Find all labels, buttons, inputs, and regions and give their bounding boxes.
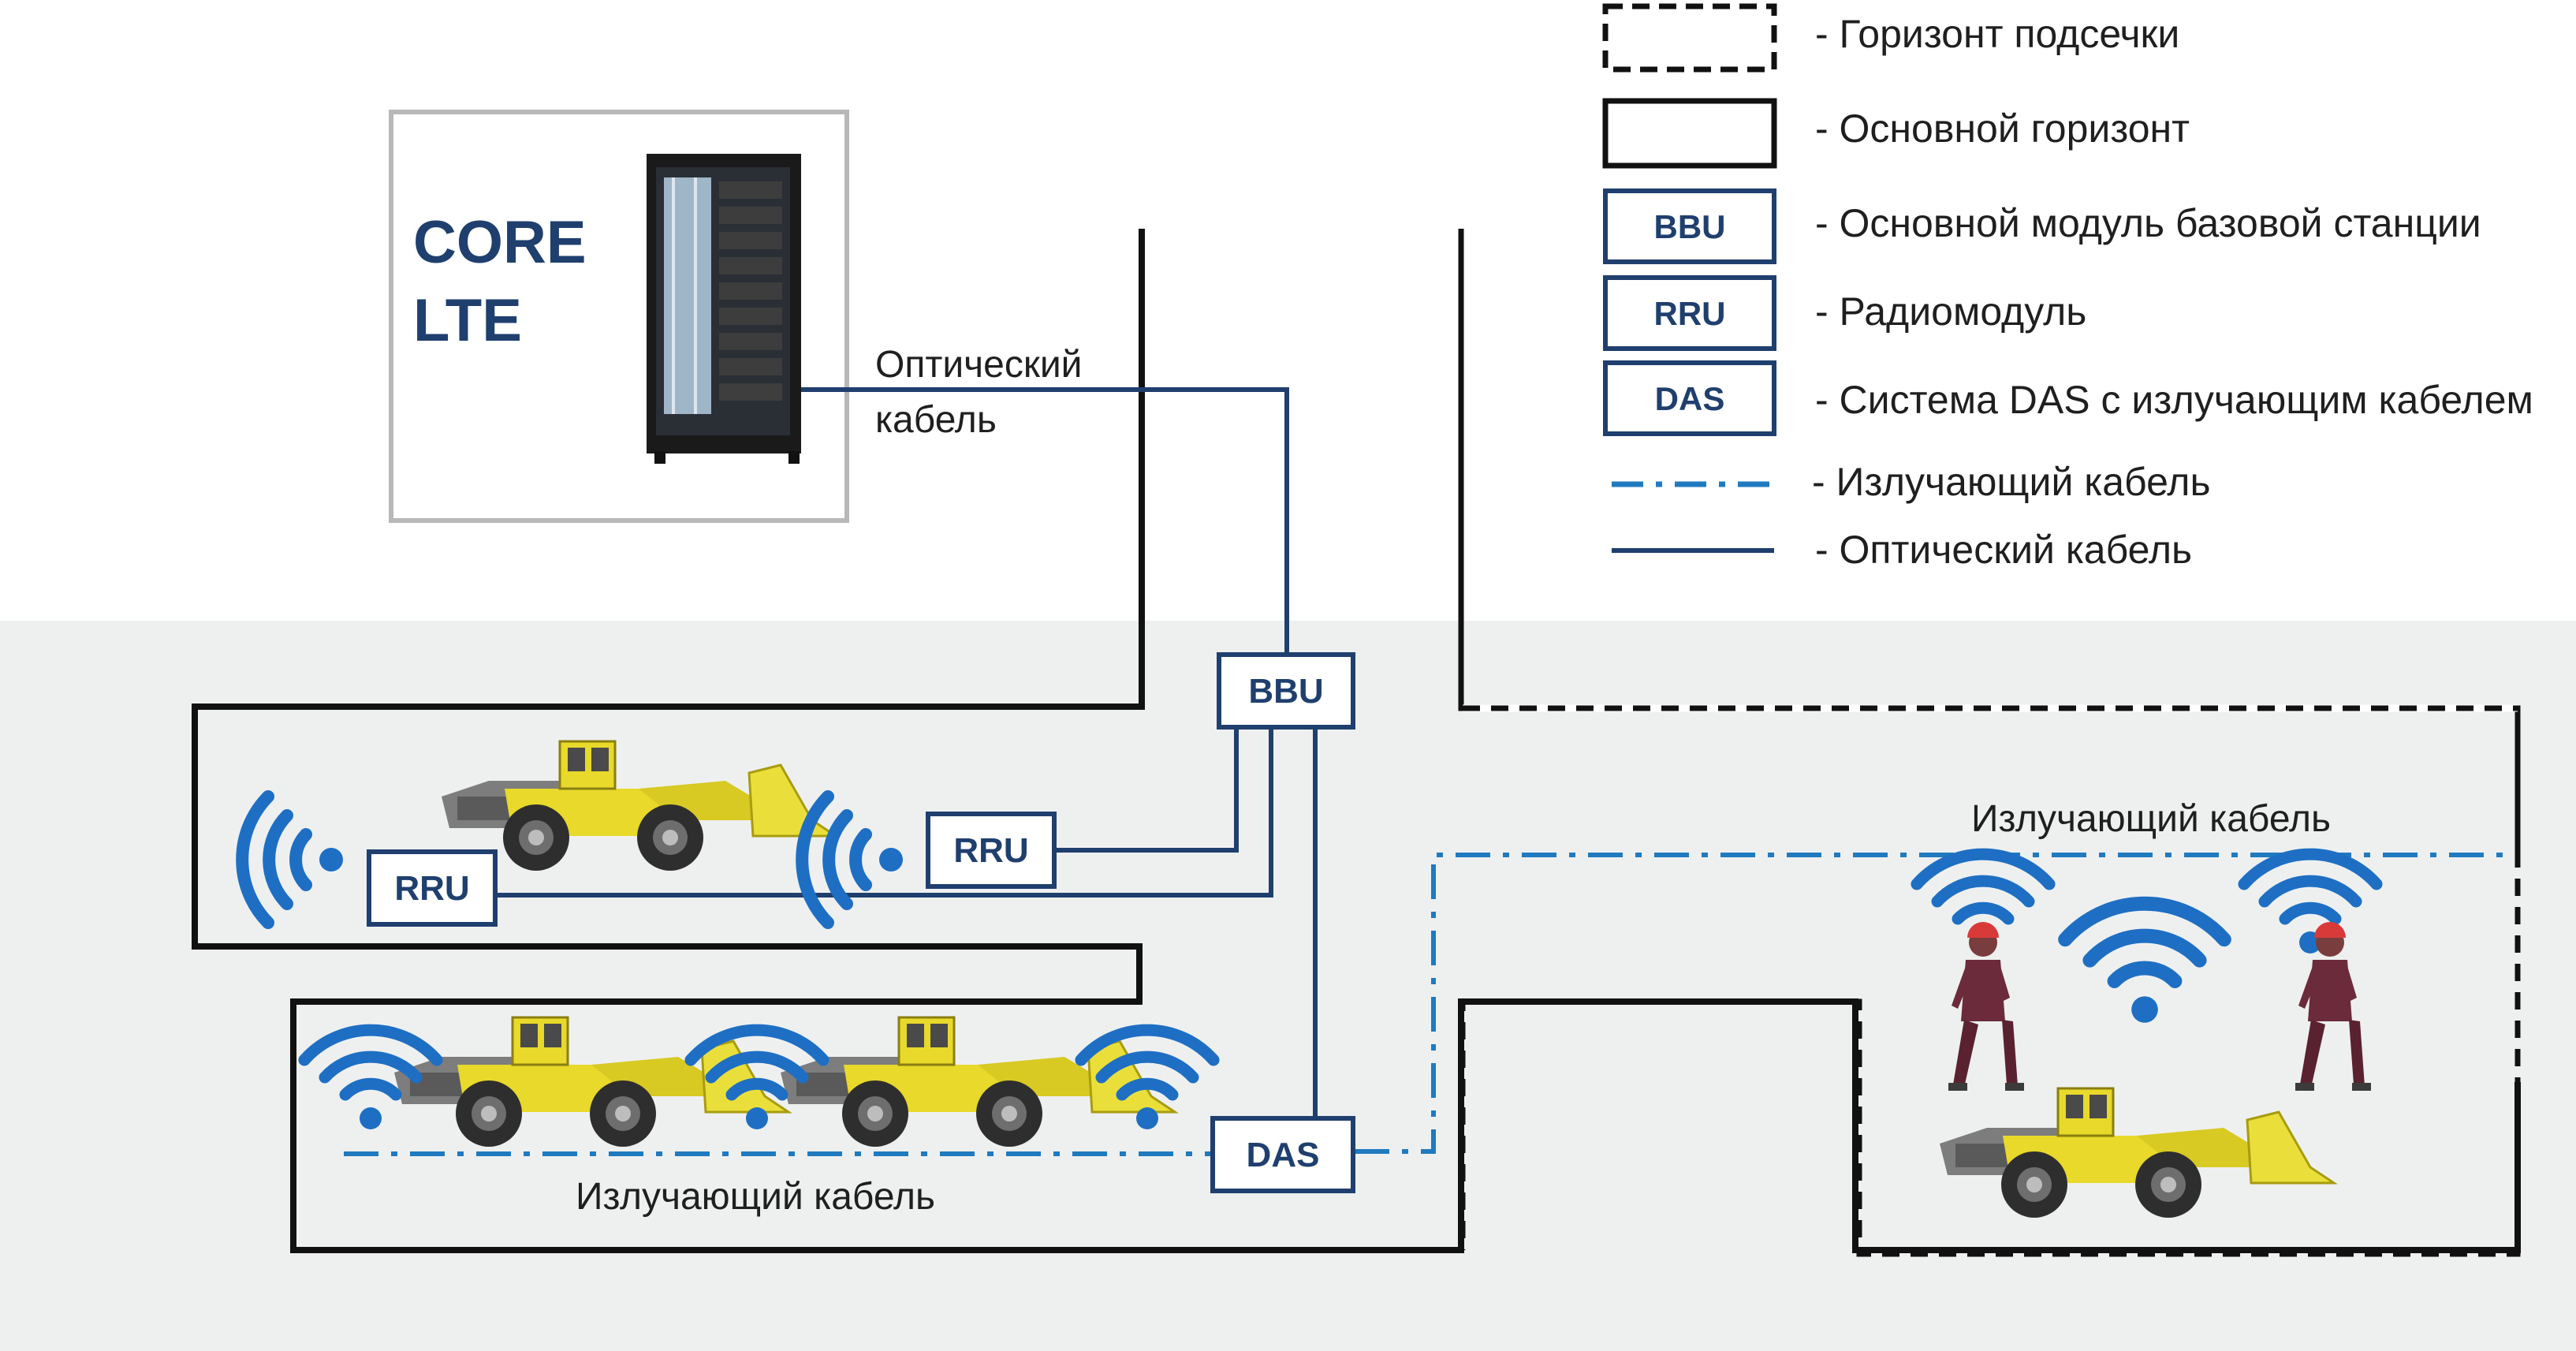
- legend-radiating-text: - Излучающий кабель: [1812, 460, 2211, 504]
- radiating-cable: [344, 853, 2515, 1156]
- optical-cable: [497, 387, 1318, 1121]
- legend-bbu-text: - Основной модуль базовой станции: [1815, 201, 2481, 245]
- bbu-box: BBU: [1217, 652, 1355, 730]
- legend-bbu-symbol-text: BBU: [1654, 208, 1726, 245]
- legend: - Горизонт подсечки - Основной горизонт …: [1602, 3, 2533, 572]
- das-label: DAS: [1247, 1136, 1320, 1174]
- radiating-cable-label-right: Излучающий кабель: [1971, 798, 2331, 840]
- radiating-cable-label-left: Излучающий кабель: [576, 1176, 935, 1218]
- optical-cable-label-line1: Оптический: [875, 344, 1082, 386]
- sublevel-outline-right: [1459, 708, 2521, 1257]
- legend-das-text: - Система DAS с излучающим кабелем: [1815, 378, 2533, 422]
- optical-cable-label-line2: кабель: [875, 399, 997, 441]
- legend-rru-text: - Радиомодуль: [1815, 289, 2086, 334]
- legend-main-level-text: - Основной горизонт: [1815, 106, 2190, 151]
- legend-bbu-symbol: [1603, 188, 1776, 264]
- legend-das-symbol: [1603, 360, 1776, 436]
- underground-area: [0, 621, 2576, 1351]
- bbu-label: BBU: [1248, 672, 1323, 711]
- rru-label-lower: RRU: [394, 869, 469, 908]
- legend-rru-symbol-text: RRU: [1654, 295, 1726, 332]
- core-lte-block: CORE LTE: [389, 110, 849, 523]
- core-title-line1: CORE: [413, 209, 587, 276]
- rru-label-upper: RRU: [953, 831, 1028, 870]
- rru-box-lower: RRU: [367, 849, 498, 927]
- main-level-outline: [192, 229, 2521, 1253]
- server-rack-icon: [647, 154, 801, 464]
- legend-sublevel-text: - Горизонт подсечки: [1815, 12, 2179, 56]
- rru-box-upper: RRU: [926, 812, 1057, 889]
- legend-das-symbol-text: DAS: [1655, 380, 1725, 417]
- legend-optical-text: - Оптический кабель: [1815, 528, 2192, 572]
- das-box: DAS: [1210, 1116, 1355, 1193]
- legend-main-level-symbol: [1602, 98, 1777, 169]
- core-title-line2: LTE: [413, 287, 522, 354]
- legend-rru-symbol: [1603, 275, 1776, 351]
- legend-sublevel-symbol: [1602, 3, 1777, 73]
